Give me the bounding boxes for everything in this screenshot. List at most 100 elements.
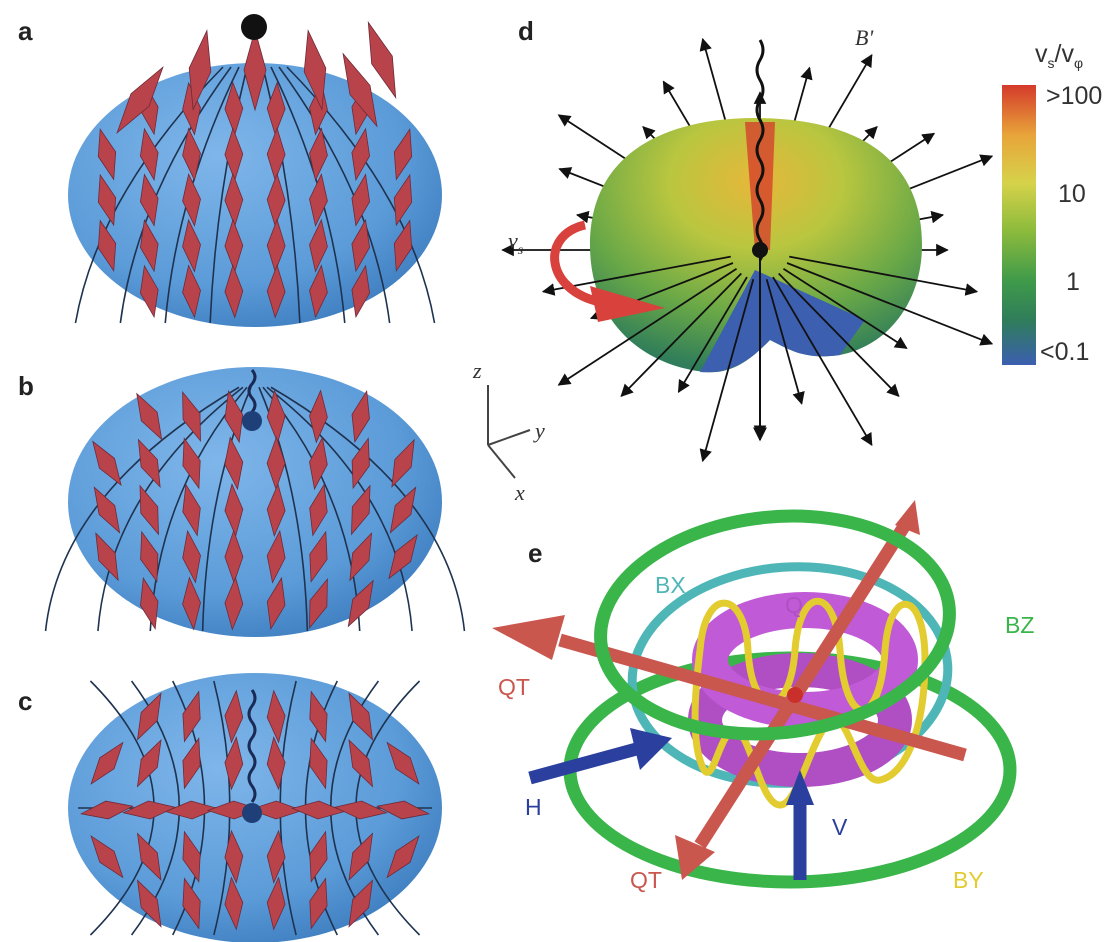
spin-arrow bbox=[351, 484, 371, 536]
v-arrowhead bbox=[786, 770, 814, 805]
spin-arrow bbox=[97, 128, 117, 181]
colorbar-tick-min: <0.1 bbox=[1040, 338, 1089, 366]
spin-arrow bbox=[351, 127, 371, 182]
spin-arrow bbox=[266, 482, 286, 538]
spin-arrow bbox=[342, 52, 378, 128]
vortex-center-d bbox=[752, 242, 768, 258]
spin-arrow bbox=[182, 483, 201, 537]
field-line bbox=[97, 386, 244, 632]
spin-arrow bbox=[266, 264, 286, 319]
spin-arrow bbox=[389, 486, 417, 534]
spin-arrow bbox=[309, 737, 328, 790]
bz-label: BZ bbox=[1005, 612, 1034, 638]
qt-label-left: QT bbox=[498, 674, 530, 700]
spin-arrow bbox=[116, 65, 164, 135]
spin-arrow bbox=[97, 219, 117, 272]
field-arrow bbox=[772, 276, 873, 446]
panel-d-letter: d bbox=[518, 16, 534, 46]
qt-arrowhead-top bbox=[895, 500, 920, 535]
spin-arrow bbox=[309, 172, 328, 228]
panel-e-letter: e bbox=[528, 538, 542, 568]
spin-arrows-b bbox=[92, 389, 418, 631]
spin-arrow bbox=[136, 692, 162, 741]
y-axis bbox=[487, 429, 531, 446]
spin-arrow bbox=[182, 264, 201, 319]
spin-arrow bbox=[309, 830, 328, 883]
q-label: Q bbox=[785, 592, 803, 618]
y-axis-label: y bbox=[533, 418, 545, 443]
colorbar-title: vs/vφ bbox=[1035, 40, 1083, 71]
spin-arrow bbox=[309, 577, 328, 630]
spin-arrow bbox=[140, 576, 159, 630]
spin-arrow bbox=[386, 741, 420, 785]
spin-arrows-c bbox=[79, 689, 431, 931]
by-label: BY bbox=[953, 867, 984, 893]
spin-arrow bbox=[182, 172, 201, 228]
spin-arrow bbox=[351, 390, 370, 444]
panel-b: b bbox=[18, 367, 466, 637]
h-arrow bbox=[528, 741, 642, 785]
spin-arrow bbox=[309, 690, 328, 743]
spin-arrow bbox=[333, 800, 388, 820]
spin-arrow bbox=[188, 29, 212, 111]
sphere-b bbox=[68, 367, 442, 637]
spin-arrow bbox=[182, 877, 201, 930]
spin-arrow bbox=[93, 486, 121, 534]
vortex-line-c bbox=[247, 689, 257, 803]
spin-arrow bbox=[266, 576, 286, 631]
spin-arrows-a bbox=[97, 20, 413, 319]
circulation-arrowhead-d bbox=[590, 286, 665, 322]
field-arrow bbox=[786, 262, 994, 346]
axes-triad bbox=[487, 385, 531, 479]
spin-arrow bbox=[224, 876, 244, 931]
spin-arrow bbox=[376, 800, 431, 820]
colorbar-tick-10: 10 bbox=[1058, 180, 1086, 208]
h-arrowhead bbox=[630, 728, 672, 770]
bx-label: BX bbox=[655, 572, 686, 598]
panel-a-letter: a bbox=[18, 16, 33, 46]
spin-arrow bbox=[388, 533, 418, 580]
spin-arrow bbox=[351, 437, 370, 490]
field-arrow bbox=[557, 267, 738, 386]
spin-arrow bbox=[347, 579, 374, 628]
spin-arrow bbox=[182, 830, 201, 883]
spin-arrow bbox=[182, 576, 201, 631]
field-label-d: B' bbox=[855, 25, 873, 50]
spin-arrow bbox=[309, 264, 328, 319]
spin-arrow bbox=[309, 127, 328, 182]
colorbar-tick-max: >100 bbox=[1046, 82, 1102, 110]
spin-arrow bbox=[224, 576, 244, 631]
spin-arrow bbox=[182, 390, 201, 443]
qt-axis-bottom bbox=[694, 521, 911, 849]
spin-arrow bbox=[348, 692, 374, 741]
field-line bbox=[266, 386, 413, 632]
spin-arrow bbox=[224, 689, 244, 744]
spin-arrow bbox=[95, 532, 119, 582]
spin-arrow bbox=[266, 529, 286, 584]
field-arrow bbox=[699, 279, 755, 463]
colorbar-tick-1: 1 bbox=[1066, 268, 1080, 296]
spin-arrow bbox=[309, 877, 328, 930]
spin-arrow bbox=[393, 219, 413, 272]
spin-arrow bbox=[90, 835, 124, 879]
spin-arrow bbox=[266, 689, 286, 744]
spin-arrow bbox=[309, 218, 328, 273]
spin-arrow bbox=[182, 737, 201, 790]
spin-arrow bbox=[136, 832, 162, 881]
vortex-line-d bbox=[755, 39, 765, 261]
spin-arrow bbox=[348, 832, 374, 881]
spin-arrow bbox=[243, 28, 267, 112]
spin-arrow bbox=[136, 739, 162, 788]
high-ratio-stripe-d bbox=[745, 122, 775, 250]
spin-arrow bbox=[182, 529, 201, 584]
x-axis-label: x bbox=[514, 480, 525, 505]
spin-arrow bbox=[309, 530, 328, 583]
vortex-label-d: vs bbox=[508, 228, 524, 258]
spin-arrow bbox=[139, 218, 159, 273]
field-arrow bbox=[677, 276, 748, 393]
spin-arrow bbox=[79, 800, 134, 820]
low-ratio-wedge-d bbox=[700, 270, 865, 373]
spin-arrow bbox=[386, 835, 420, 879]
panel-a: a bbox=[18, 14, 442, 327]
spin-arrow bbox=[266, 829, 286, 884]
